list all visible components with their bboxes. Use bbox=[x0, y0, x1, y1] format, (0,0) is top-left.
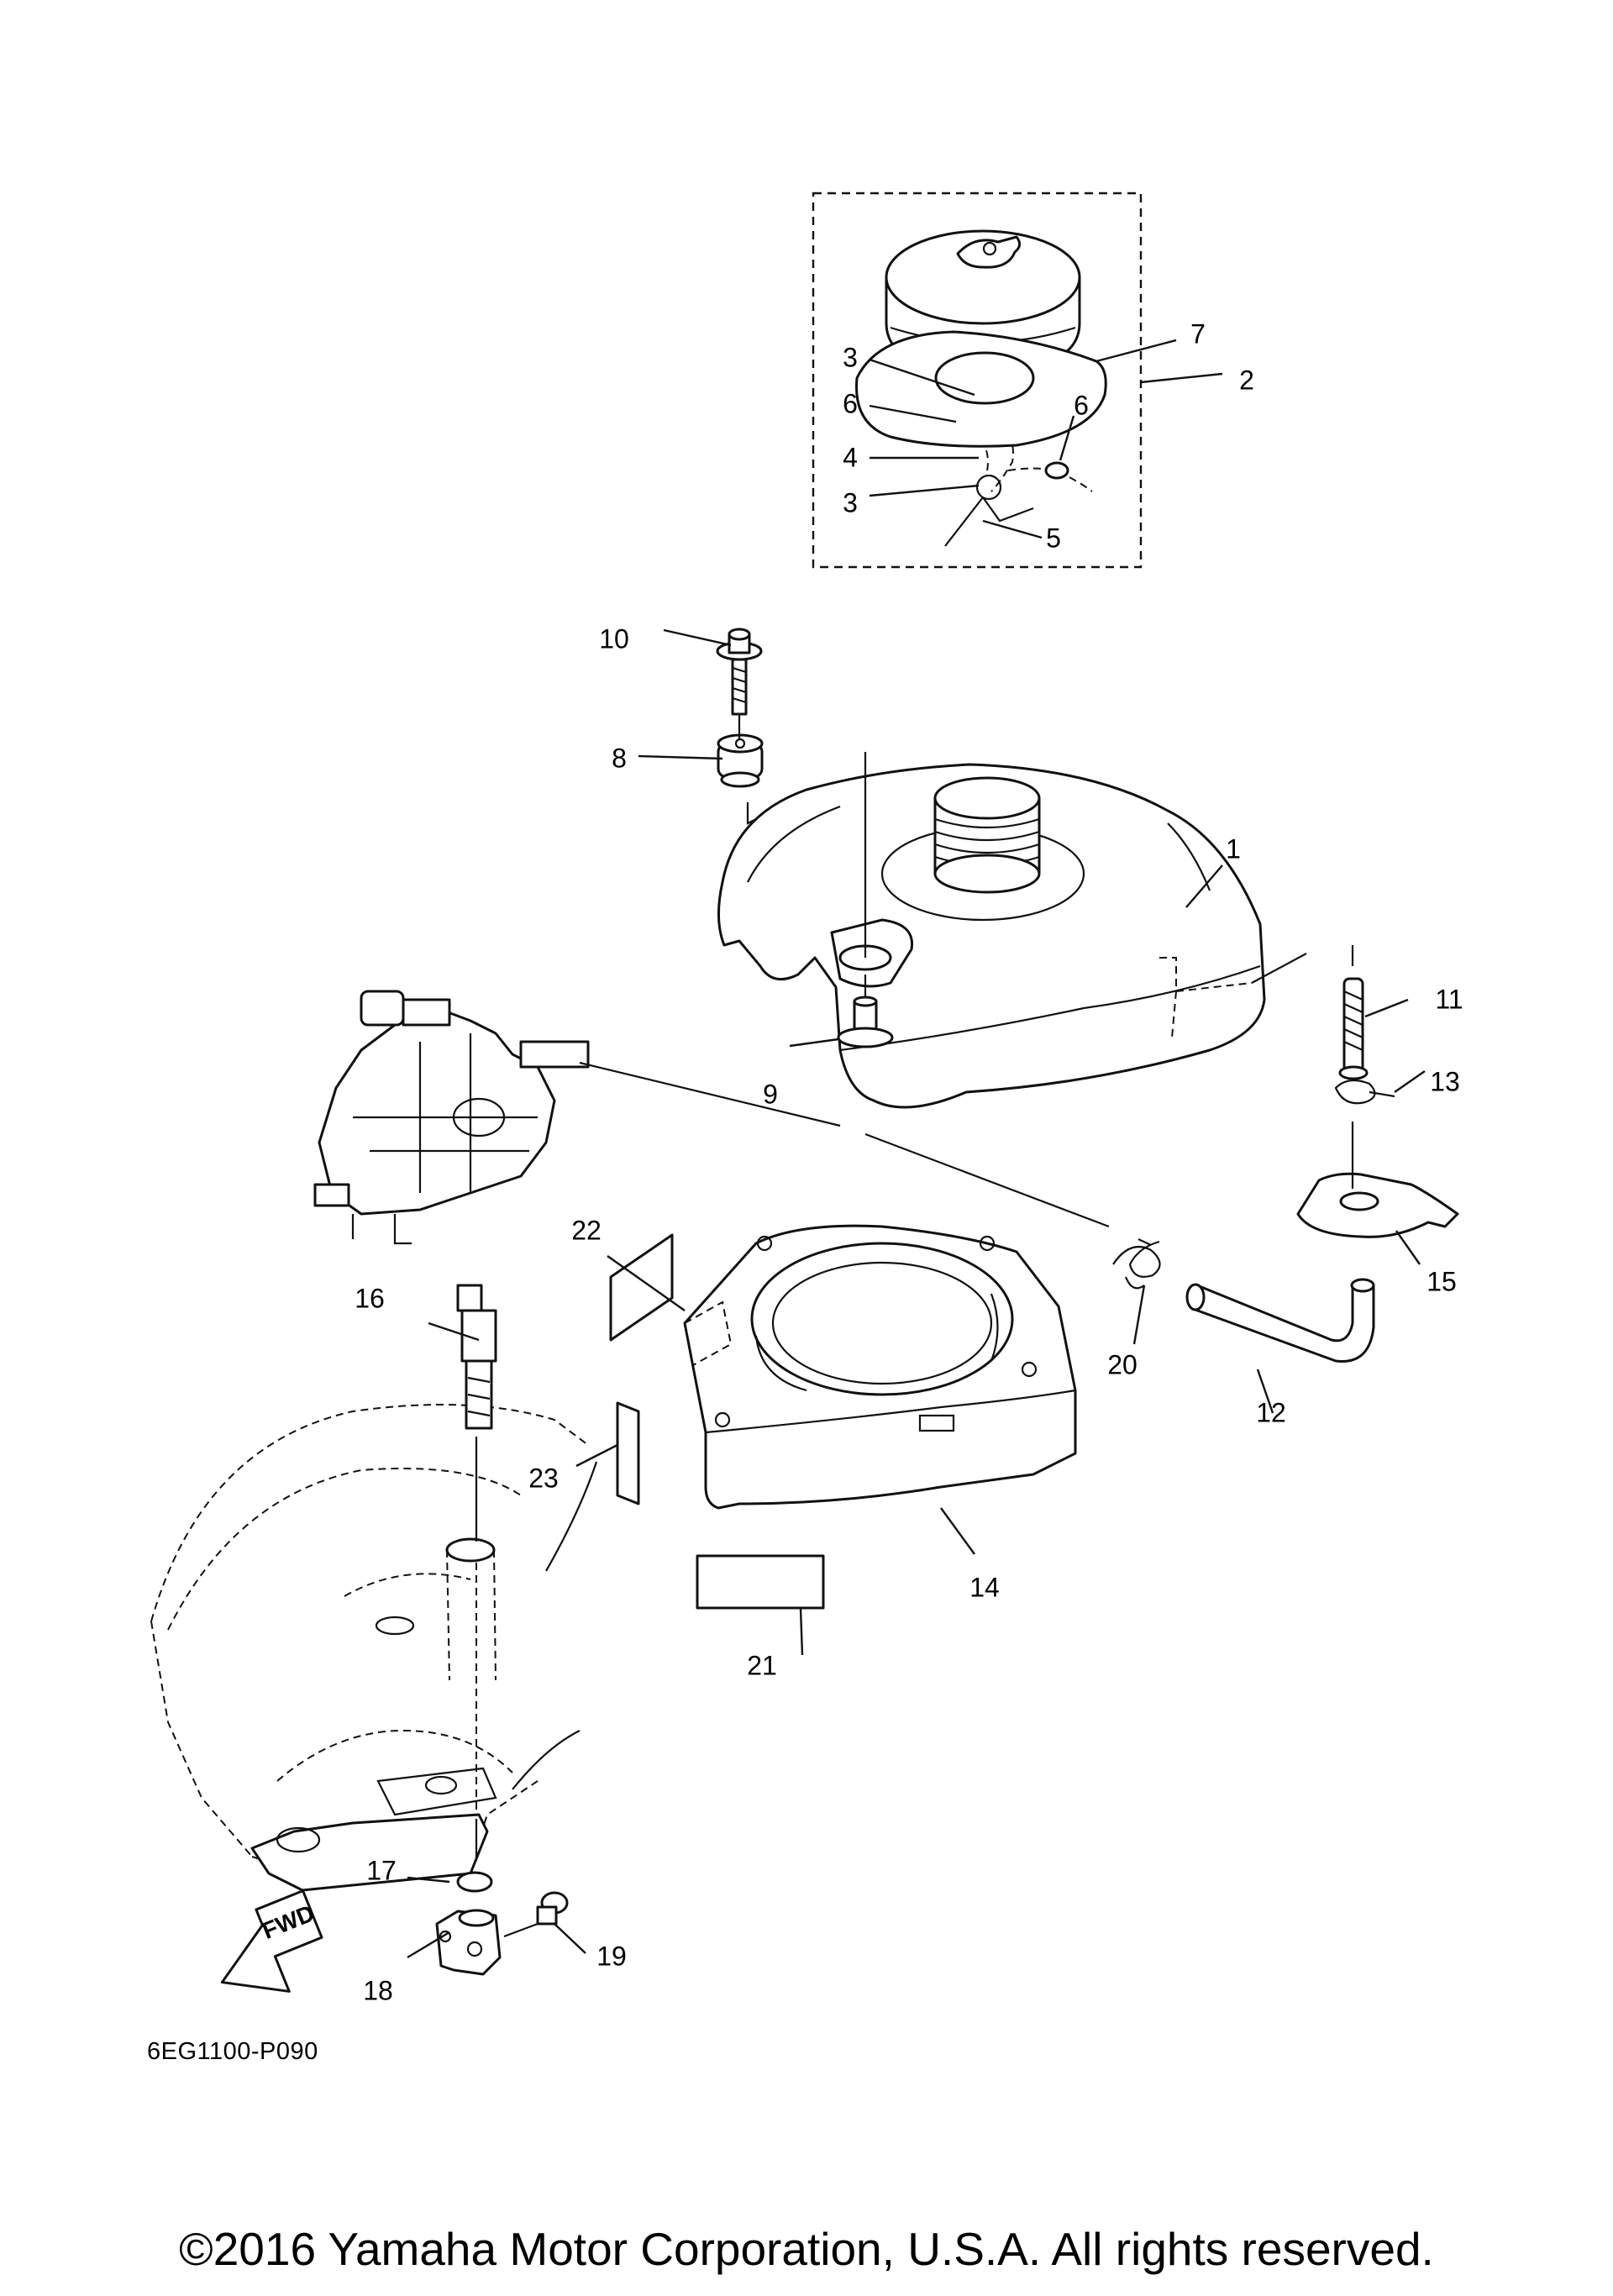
diagram-code: 6EG1100-P090 bbox=[147, 2038, 318, 2065]
clip-13 bbox=[1334, 1079, 1395, 1105]
copyright-notice: ©2016 Yamaha Motor Corporation, U.S.A. A… bbox=[179, 2223, 1434, 2275]
hose-clip-20 bbox=[1112, 1240, 1161, 1290]
bottom-cover-14 bbox=[683, 1224, 1077, 1510]
callout-12: 12 bbox=[1256, 1397, 1286, 1427]
callout-6b: 6 bbox=[1074, 390, 1089, 420]
leader-lines bbox=[407, 339, 1426, 1959]
callout-8: 8 bbox=[612, 743, 627, 773]
callout-7: 7 bbox=[1190, 318, 1206, 349]
callout-4: 4 bbox=[843, 442, 858, 472]
fwd-direction-arrow: FWD bbox=[220, 1889, 323, 1993]
callout-15: 15 bbox=[1426, 1266, 1457, 1296]
fuel-connector-16 bbox=[456, 1284, 497, 1542]
callout-numbers: 1 2 3 6 4 3 6 5 7 10 8 9 11 13 15 12 20 … bbox=[355, 318, 1463, 2005]
grommet-8 bbox=[717, 733, 764, 788]
callout-22: 22 bbox=[571, 1215, 602, 1245]
joint-18 bbox=[435, 1909, 502, 1976]
callout-21: 21 bbox=[747, 1650, 777, 1680]
callout-17: 17 bbox=[366, 1855, 397, 1885]
bottom-cowling bbox=[150, 1404, 598, 1892]
callout-3b: 3 bbox=[843, 487, 858, 518]
pin-9 bbox=[837, 975, 894, 1048]
callout-23: 23 bbox=[528, 1463, 559, 1493]
callout-10: 10 bbox=[599, 623, 629, 654]
label-22 bbox=[609, 1233, 674, 1342]
callout-3a: 3 bbox=[843, 342, 858, 372]
callout-9: 9 bbox=[763, 1079, 778, 1109]
callout-20: 20 bbox=[1107, 1349, 1138, 1379]
cap-assembly-group-box bbox=[812, 192, 1143, 569]
holder-15 bbox=[1296, 1122, 1459, 1238]
callout-5: 5 bbox=[1046, 523, 1061, 553]
filter-11 bbox=[1338, 977, 1369, 1080]
alignment-line-1 bbox=[864, 752, 1354, 984]
callout-11: 11 bbox=[1435, 984, 1463, 1014]
fuel-tank bbox=[717, 763, 1266, 1109]
callout-13: 13 bbox=[1430, 1066, 1460, 1096]
callout-2: 2 bbox=[1239, 365, 1254, 395]
callout-16: 16 bbox=[355, 1283, 385, 1313]
callout-6a: 6 bbox=[843, 388, 858, 418]
callout-19: 19 bbox=[596, 1941, 627, 1971]
o-ring-17 bbox=[456, 1871, 493, 1893]
carburetor bbox=[313, 990, 590, 1245]
bolt-10 bbox=[716, 628, 763, 716]
label-23 bbox=[616, 1401, 640, 1505]
fuel-hose-12 bbox=[1185, 1278, 1375, 1363]
hose-route-line bbox=[579, 1061, 1152, 1246]
callout-14: 14 bbox=[969, 1572, 1000, 1602]
callout-18: 18 bbox=[363, 1975, 393, 2005]
screw-19 bbox=[503, 1891, 569, 1938]
label-21 bbox=[696, 1554, 825, 1610]
callout-1: 1 bbox=[1226, 833, 1241, 864]
